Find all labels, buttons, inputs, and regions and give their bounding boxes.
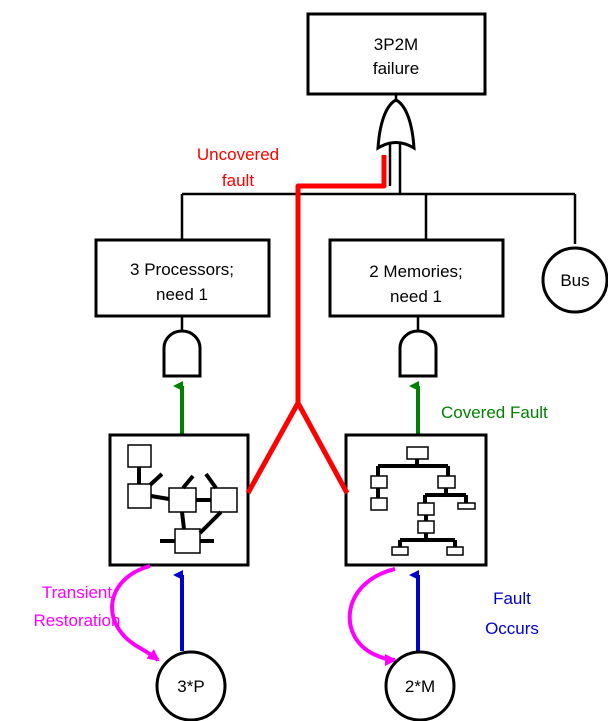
memories-line2: need 1 [390, 287, 442, 306]
fault-occurs-line1: Fault [493, 589, 531, 608]
processor-basic-event: 3*P [155, 650, 227, 721]
memories-event: 2 Memories; need 1 [328, 238, 505, 318]
transient-restoration-arrow [347, 567, 397, 666]
uncovered-fault-path [295, 155, 387, 403]
or-gate-icon [376, 98, 416, 151]
transient-label-line1: Transient [42, 583, 113, 602]
memory-basic-label: 2*M [405, 677, 435, 696]
memories-line1: 2 Memories; [369, 262, 463, 281]
top-event-line1: 3P2M [374, 35, 418, 54]
bus-label: Bus [560, 271, 589, 290]
tree-model-icon [370, 446, 476, 556]
transient-label-line2: Restoration [34, 611, 121, 630]
and-gate-icon [162, 329, 202, 378]
uncovered-label-line1: Uncovered [197, 145, 279, 164]
processors-line1: 3 Processors; [130, 260, 234, 279]
memory-basic-event: 2*M [384, 650, 456, 721]
top-event-line2: failure [373, 59, 419, 78]
processor-model-box [108, 433, 250, 567]
memory-model-box [344, 433, 488, 567]
and-gate-icon [398, 329, 438, 378]
transient-restoration-arrow [110, 564, 160, 662]
processor-basic-label: 3*P [177, 677, 204, 696]
markov-model-icon [127, 444, 238, 554]
processors-line2: need 1 [156, 285, 208, 304]
covered-fault-label: Covered Fault [441, 403, 548, 422]
fault-occurs-line2: Occurs [485, 619, 539, 638]
processors-event: 3 Processors; need 1 [94, 238, 271, 318]
top-event: 3P2M failure [306, 12, 487, 96]
bus-event: Bus [541, 246, 608, 314]
uncovered-fault-path [245, 400, 350, 495]
uncovered-label-line2: fault [222, 171, 254, 190]
